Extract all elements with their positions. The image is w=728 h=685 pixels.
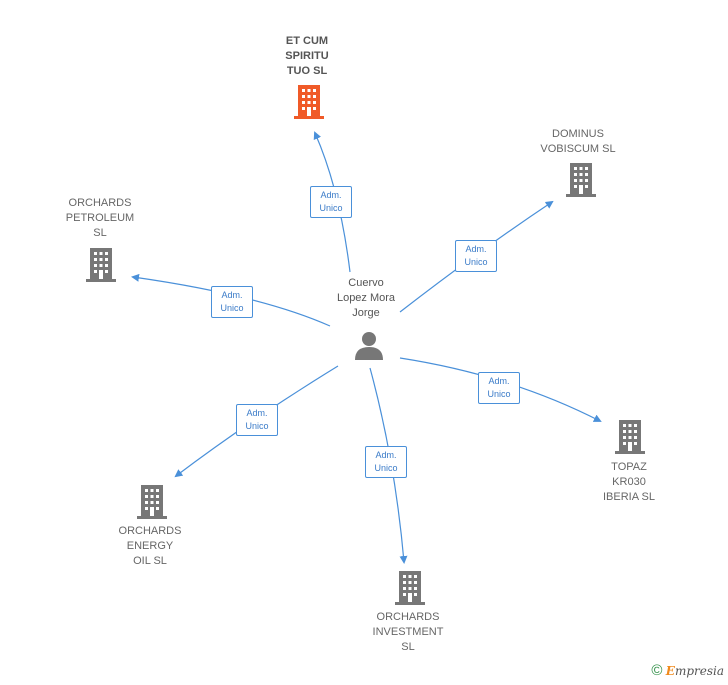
building-icon-topaz[interactable] xyxy=(614,420,646,454)
building-icon-orchards-petroleum[interactable] xyxy=(85,248,117,282)
company-name-orchards-investment: ORCHARDS INVESTMENT SL xyxy=(372,611,444,653)
copyright-icon: © xyxy=(651,662,663,679)
building-icon-orchards-energy[interactable] xyxy=(136,485,168,519)
company-name-orchards-petroleum: ORCHARDS PETROLEUM SL xyxy=(65,197,135,239)
edge-label-topaz[interactable]: Adm. Unico xyxy=(478,372,520,404)
brand-logo: Empresia xyxy=(665,664,724,678)
building-icon-dominus[interactable] xyxy=(565,163,597,197)
edge-label-orchards-investment[interactable]: Adm. Unico xyxy=(365,446,407,478)
edge-label-orchards-energy[interactable]: Adm. Unico xyxy=(236,404,278,436)
edge-label-et-cum[interactable]: Adm. Unico xyxy=(310,186,352,218)
company-name-dominus: DOMINUS VOBISCUM SL xyxy=(540,128,616,155)
building-icon-et-cum[interactable] xyxy=(293,85,325,119)
company-name-orchards-energy: ORCHARDS ENERGY OIL SL xyxy=(118,525,182,567)
edge-label-orchards-petroleum[interactable]: Adm. Unico xyxy=(211,286,253,318)
footer-brand: © Empresia xyxy=(651,662,724,679)
edge-label-dominus[interactable]: Adm. Unico xyxy=(455,240,497,272)
company-name-et-cum: ET CUM SPIRITU TUO SL xyxy=(285,35,329,77)
person-icon[interactable] xyxy=(353,330,385,360)
person-name: Cuervo Lopez Mora Jorge xyxy=(336,277,396,319)
building-icon-orchards-investment[interactable] xyxy=(394,571,426,605)
company-name-topaz: TOPAZ KR030 IBERIA SL xyxy=(603,461,655,503)
